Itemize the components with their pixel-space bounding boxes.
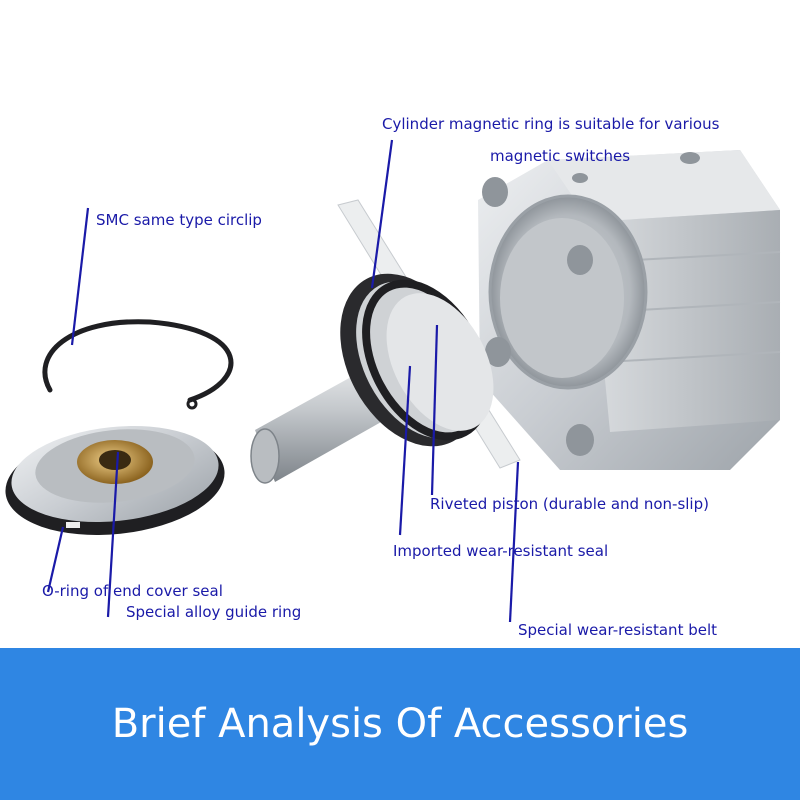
leader-o-ring xyxy=(46,526,65,593)
leader-imported-seal xyxy=(398,365,412,536)
leader-lines xyxy=(46,139,520,623)
end-cover-disc-icon xyxy=(5,426,225,535)
title-banner: Brief Analysis Of Accessories xyxy=(0,648,800,800)
banner-title: Brief Analysis Of Accessories xyxy=(111,701,689,747)
leader-guide-ring xyxy=(106,451,120,618)
piston-rod-icon xyxy=(250,199,521,484)
leader-magnetic-ring xyxy=(370,139,394,289)
circlip-ring-icon xyxy=(42,319,234,410)
label-imported-seal: Imported wear-resistant seal xyxy=(393,542,609,560)
label-riveted-piston: Riveted piston (durable and non-slip) xyxy=(430,495,709,513)
label-guide-ring: Special alloy guide ring xyxy=(126,603,302,621)
leader-riveted-piston xyxy=(430,324,439,496)
label-circlip: SMC same type circlip xyxy=(96,211,262,229)
label-magnetic-ring-line2: magnetic switches xyxy=(490,147,631,165)
leader-wear-belt xyxy=(508,461,520,623)
cylinder-body-icon xyxy=(478,150,781,470)
leader-circlip xyxy=(70,207,90,346)
label-wear-belt: Special wear-resistant belt xyxy=(518,621,718,639)
label-magnetic-ring-line1: Cylinder magnetic ring is suitable for v… xyxy=(382,115,720,133)
label-o-ring: O-ring of end cover seal xyxy=(42,582,223,600)
